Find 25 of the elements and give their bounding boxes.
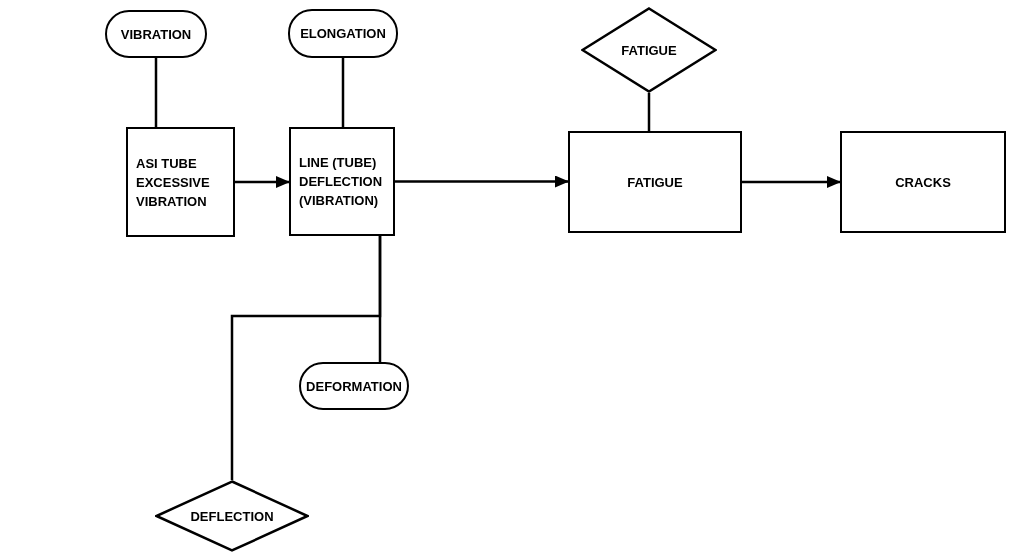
node-label: DEFORMATION	[305, 377, 403, 396]
arrow	[742, 176, 841, 188]
connector-line	[154, 58, 158, 127]
decision-diamond	[155, 480, 309, 552]
node-label: LINE (TUBE) DEFLECTION (VIBRATION)	[298, 154, 384, 210]
node-label: CRACKS	[894, 173, 952, 192]
node-label: FATIGUE	[620, 41, 678, 60]
rounded-terminal	[288, 9, 398, 58]
decision-diamond	[581, 7, 717, 93]
arrow	[235, 176, 290, 188]
connector-line	[647, 93, 651, 131]
rounded-terminal	[299, 362, 409, 410]
process-box	[289, 127, 395, 236]
process-box	[568, 131, 742, 233]
process-box	[126, 127, 235, 237]
node-label: VIBRATION	[119, 25, 193, 44]
arrow	[395, 175, 569, 188]
connector-line	[341, 58, 345, 127]
node-label: DEFLECTION	[189, 507, 275, 526]
node-label: ELONGATION	[299, 25, 387, 43]
rounded-terminal	[105, 10, 207, 58]
process-box	[840, 131, 1006, 233]
node-label: ASI TUBE EXCESSIVE VIBRATION	[135, 154, 211, 211]
connector-line	[230, 236, 382, 480]
node-label: FATIGUE	[626, 173, 684, 192]
